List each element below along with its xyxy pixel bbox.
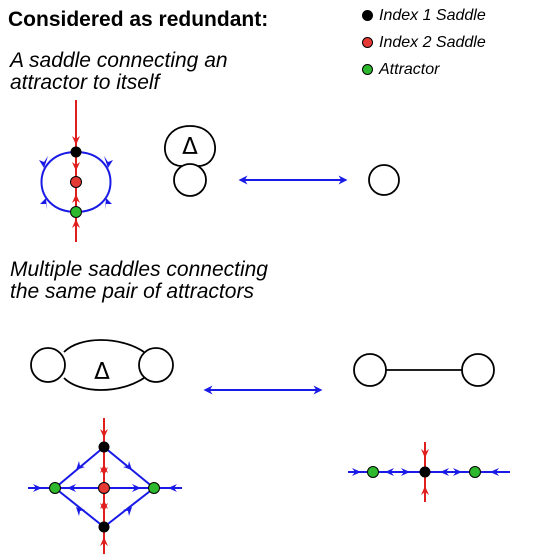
lower-edge [63,377,145,391]
arrow-right-icon [453,468,462,476]
section1-line2: attractor to itself [10,71,160,94]
arrow-icon [104,156,113,168]
index1-saddle [70,146,82,158]
section2-title: Multiple saddles connecting the same pai… [10,259,268,303]
attractor [49,482,61,494]
upper-edge [63,339,145,353]
right-separatrix [75,151,112,213]
attractor [469,466,481,478]
self-loop-flow-diagram [39,100,113,242]
index2-saddle-marker [362,37,373,48]
arrow-down-icon [72,162,80,171]
arrow-right-icon [33,484,42,492]
index2-saddle [98,482,110,494]
arrow-left-icon [67,484,76,492]
simplified-attractor-node [368,164,400,196]
arrow-left-icon [490,468,499,476]
arrow-right-icon [352,468,361,476]
attractor [367,466,379,478]
heading: Considered as redundant: [8,8,269,31]
arrow-left-icon [385,468,394,476]
delta-symbol: Δ [182,134,198,160]
legend-label: Index 2 Saddle [379,33,486,51]
double-edge-graph: Δ [30,339,174,391]
index1-saddle [419,466,431,478]
arrow-icon [40,198,47,210]
legend-item-attractor: Attractor [362,56,486,83]
single-edge-graph [353,353,495,387]
arrow-left-icon [168,484,177,492]
section1-title: A saddle connecting an attractor to itse… [10,50,228,94]
left-separatrix [40,151,77,213]
arrow-up-icon [72,219,80,228]
arrow-icon [39,156,48,168]
arrow-down-icon [100,503,108,512]
arrow-down-icon [421,449,429,458]
simplified-flow-diagram [348,442,510,502]
attractor-node [173,163,207,197]
arrow-down-icon [72,136,80,145]
self-loop-graph: Δ [164,125,216,197]
delta-symbol: Δ [94,359,110,385]
legend-item-index2-saddle: Index 2 Saddle [362,29,486,56]
loop-edge [164,125,216,167]
attractor [148,482,160,494]
arrow-icon [123,461,132,470]
arrow-right-icon [132,484,141,492]
attractor-node-right [461,353,495,387]
legend-label: Index 1 Saddle [379,6,486,24]
index1-saddle-marker [362,10,373,21]
attractor-node-left [353,353,387,387]
arrow-down-icon [100,429,108,438]
arrow-down-icon [100,467,108,476]
section2-line2: the same pair of attractors [10,280,254,303]
arrow-up-icon [100,537,108,546]
multi-saddle-flow-diagram [28,418,182,554]
arrow-icon [76,507,85,516]
legend-label: Attractor [379,60,440,78]
arrow-right-icon [401,468,410,476]
index2-saddle [70,176,82,188]
section2-line1: Multiple saddles connecting [10,258,268,281]
index1-saddle [98,521,110,533]
attractor-marker [362,64,373,75]
arrow-icon [123,507,132,516]
attractor-node-right [138,347,174,383]
arrow-icon [105,198,112,210]
attractor [70,206,82,218]
arrow-up-icon [72,194,80,203]
arrow-left-icon [440,468,449,476]
arrow-up-icon [421,486,429,495]
index1-saddle [98,441,110,453]
legend: Index 1 Saddle Index 2 Saddle Attractor [362,2,486,83]
arrow-icon [76,461,85,470]
legend-item-index1-saddle: Index 1 Saddle [362,2,486,29]
attractor-node-left [30,347,66,383]
section1-line1: A saddle connecting an [10,49,228,72]
